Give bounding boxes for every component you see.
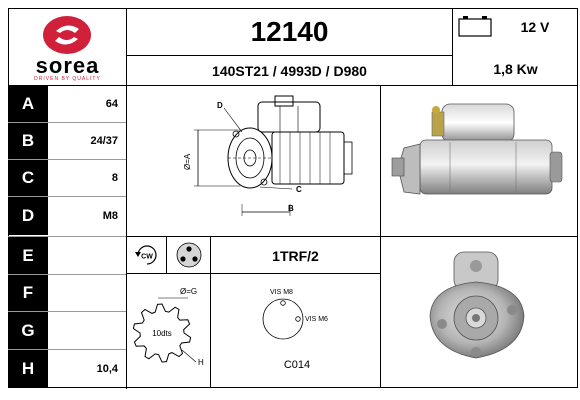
brand-name: sorea [35,53,100,78]
pinion-gear-outline [132,303,192,363]
spec-value-b: 24/37 [90,135,118,147]
header-mid-divider [126,55,452,56]
spec-letter-a: A [8,86,48,122]
reference-numbers: 140ST21 / 4993D / D980 [212,63,367,79]
spec-letter-g: G [8,312,48,349]
starter-side-photo [390,96,568,221]
spec-value-a: 64 [105,98,118,110]
pinion-cell-divider [210,237,211,388]
left-column-divider [126,9,127,389]
spec-divider [8,349,126,350]
spec-letter-e: E [8,237,48,274]
spec-letter-d: D [8,197,48,235]
spec-value-e [48,237,126,274]
pinion-teeth: 10dts [152,329,172,338]
flange-pattern-icon [172,240,206,270]
spec-letter-b: B [8,123,48,159]
brand-tagline: DRIVEN BY QUALITY [34,76,101,82]
pinion-label-h: H [198,358,204,367]
spec-value-f [48,275,126,311]
header-right-divider [452,9,453,86]
image-column-divider [380,86,381,388]
spec-divider [8,311,126,312]
battery-icon [458,15,492,42]
terminal-diagram: VIS M8 VIS M6 [250,282,345,355]
header-bottom-divider [8,85,578,86]
pinion-label-g: Ø=G [180,287,197,296]
rotation-cw-icon: CW [132,241,162,269]
mid-section-divider [126,236,578,237]
spec-letter-h: H [8,350,48,387]
spec-divider [8,196,126,197]
terminal-vis2: VIS M6 [305,316,328,323]
terminal-vis1: VIS M8 [270,289,293,296]
diagram-label-c: C [296,185,302,194]
diagram-label-d: D [217,101,223,110]
starter-front-photo [418,246,538,389]
flange-type: 1TRF/2 [272,247,319,264]
rotation-direction: CW [141,254,153,261]
spec-letter-f: F [8,275,48,311]
rotation-cell-divider [166,237,167,273]
voltage: 12 V [520,19,550,35]
spec-divider [8,274,126,275]
part-number: 12140 [250,16,329,47]
terminal-code: C014 [283,359,311,371]
spec-value-d: M8 [102,210,118,222]
diagram-label-b: B [288,204,294,213]
spec-divider [8,122,126,123]
sorea-emblem-icon [43,16,91,54]
spec-divider [8,236,126,237]
spec-value-c: 8 [111,172,118,184]
brand-logo: sorea DRIVEN BY QUALITY [9,9,126,85]
pinion-gear-icon: Ø=G 10dts H [130,278,210,389]
dimension-diagram: D Ø=A C B [180,92,360,232]
spec-value-g [48,312,126,349]
rotation-row-divider [126,273,380,274]
power-rating: 1,8 Kw [493,61,538,77]
spec-divider [8,159,126,160]
spec-letter-c: C [8,160,48,196]
spec-value-h: 10,4 [96,362,118,375]
diagram-label-a: Ø=A [183,153,192,170]
